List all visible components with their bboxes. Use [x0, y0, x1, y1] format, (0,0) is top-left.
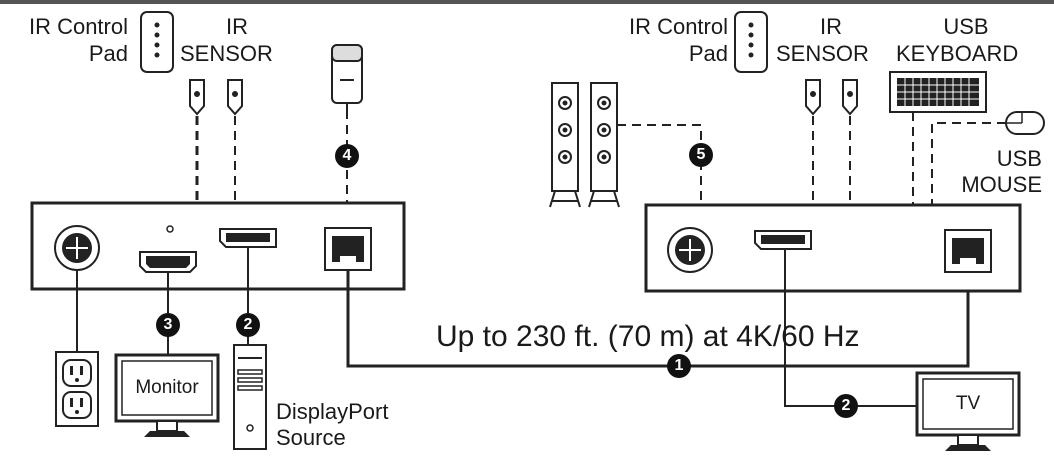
ir-probe-left-1-icon [189, 79, 205, 116]
displayport-port-left-icon [219, 228, 277, 248]
speaker-left-icon [549, 82, 581, 208]
displayport-port-right-icon [754, 230, 812, 250]
power-port-right-icon [667, 227, 713, 273]
ir-control-pad-right-icon [734, 11, 768, 73]
tv-label: TV [955, 393, 981, 414]
speaker-right-icon [588, 82, 620, 208]
ir-probe-right-1-icon [805, 79, 821, 116]
tv-icon [915, 371, 1021, 451]
sensor-label-right: SENSOR [776, 41, 869, 66]
mouse-label: MOUSE [961, 172, 1042, 197]
usb-label-keyboard: USB [943, 14, 989, 39]
usb-mouse-icon [1005, 111, 1045, 135]
sensor-label-left: SENSOR [180, 41, 273, 66]
callout-2-right: 2 [834, 394, 858, 418]
callout-1: 1 [667, 354, 691, 378]
monitor-left-icon [114, 353, 220, 437]
monitor-label: Monitor [135, 377, 199, 398]
pad-label-left: Pad [88, 41, 128, 66]
callout-3: 3 [156, 313, 180, 337]
ir-label-right: IR [820, 14, 842, 39]
rj45-port-left-icon [324, 227, 372, 271]
source-label: Source [276, 425, 346, 450]
displayport-source-pc-icon [233, 344, 267, 450]
pad-label-right: Pad [688, 41, 728, 66]
power-adapter-icon [331, 44, 363, 110]
ir-control-label-right: IR Control [628, 14, 728, 39]
ir-probe-left-2-icon [227, 79, 243, 116]
callout-4: 4 [335, 144, 359, 168]
power-port-left-icon [54, 225, 100, 271]
ir-control-pad-left-icon [140, 11, 174, 73]
ir-label-left: IR [226, 14, 248, 39]
displayport-label: DisplayPort [276, 399, 389, 424]
keyboard-label: KEYBOARD [896, 41, 1019, 66]
wall-outlet-icon [55, 351, 99, 427]
hdmi-port-icon [139, 251, 197, 273]
usb-keyboard-icon [889, 71, 987, 113]
ir-control-label-left: IR Control [28, 14, 128, 39]
rj45-port-right-icon [944, 229, 992, 273]
usb-label-mouse: USB [996, 146, 1042, 171]
distance-label: Up to 230 ft. (70 m) at 4K/60 Hz [436, 320, 860, 353]
callout-5: 5 [689, 143, 713, 167]
ir-probe-right-2-icon [842, 79, 858, 116]
callout-2-left: 2 [236, 313, 260, 337]
